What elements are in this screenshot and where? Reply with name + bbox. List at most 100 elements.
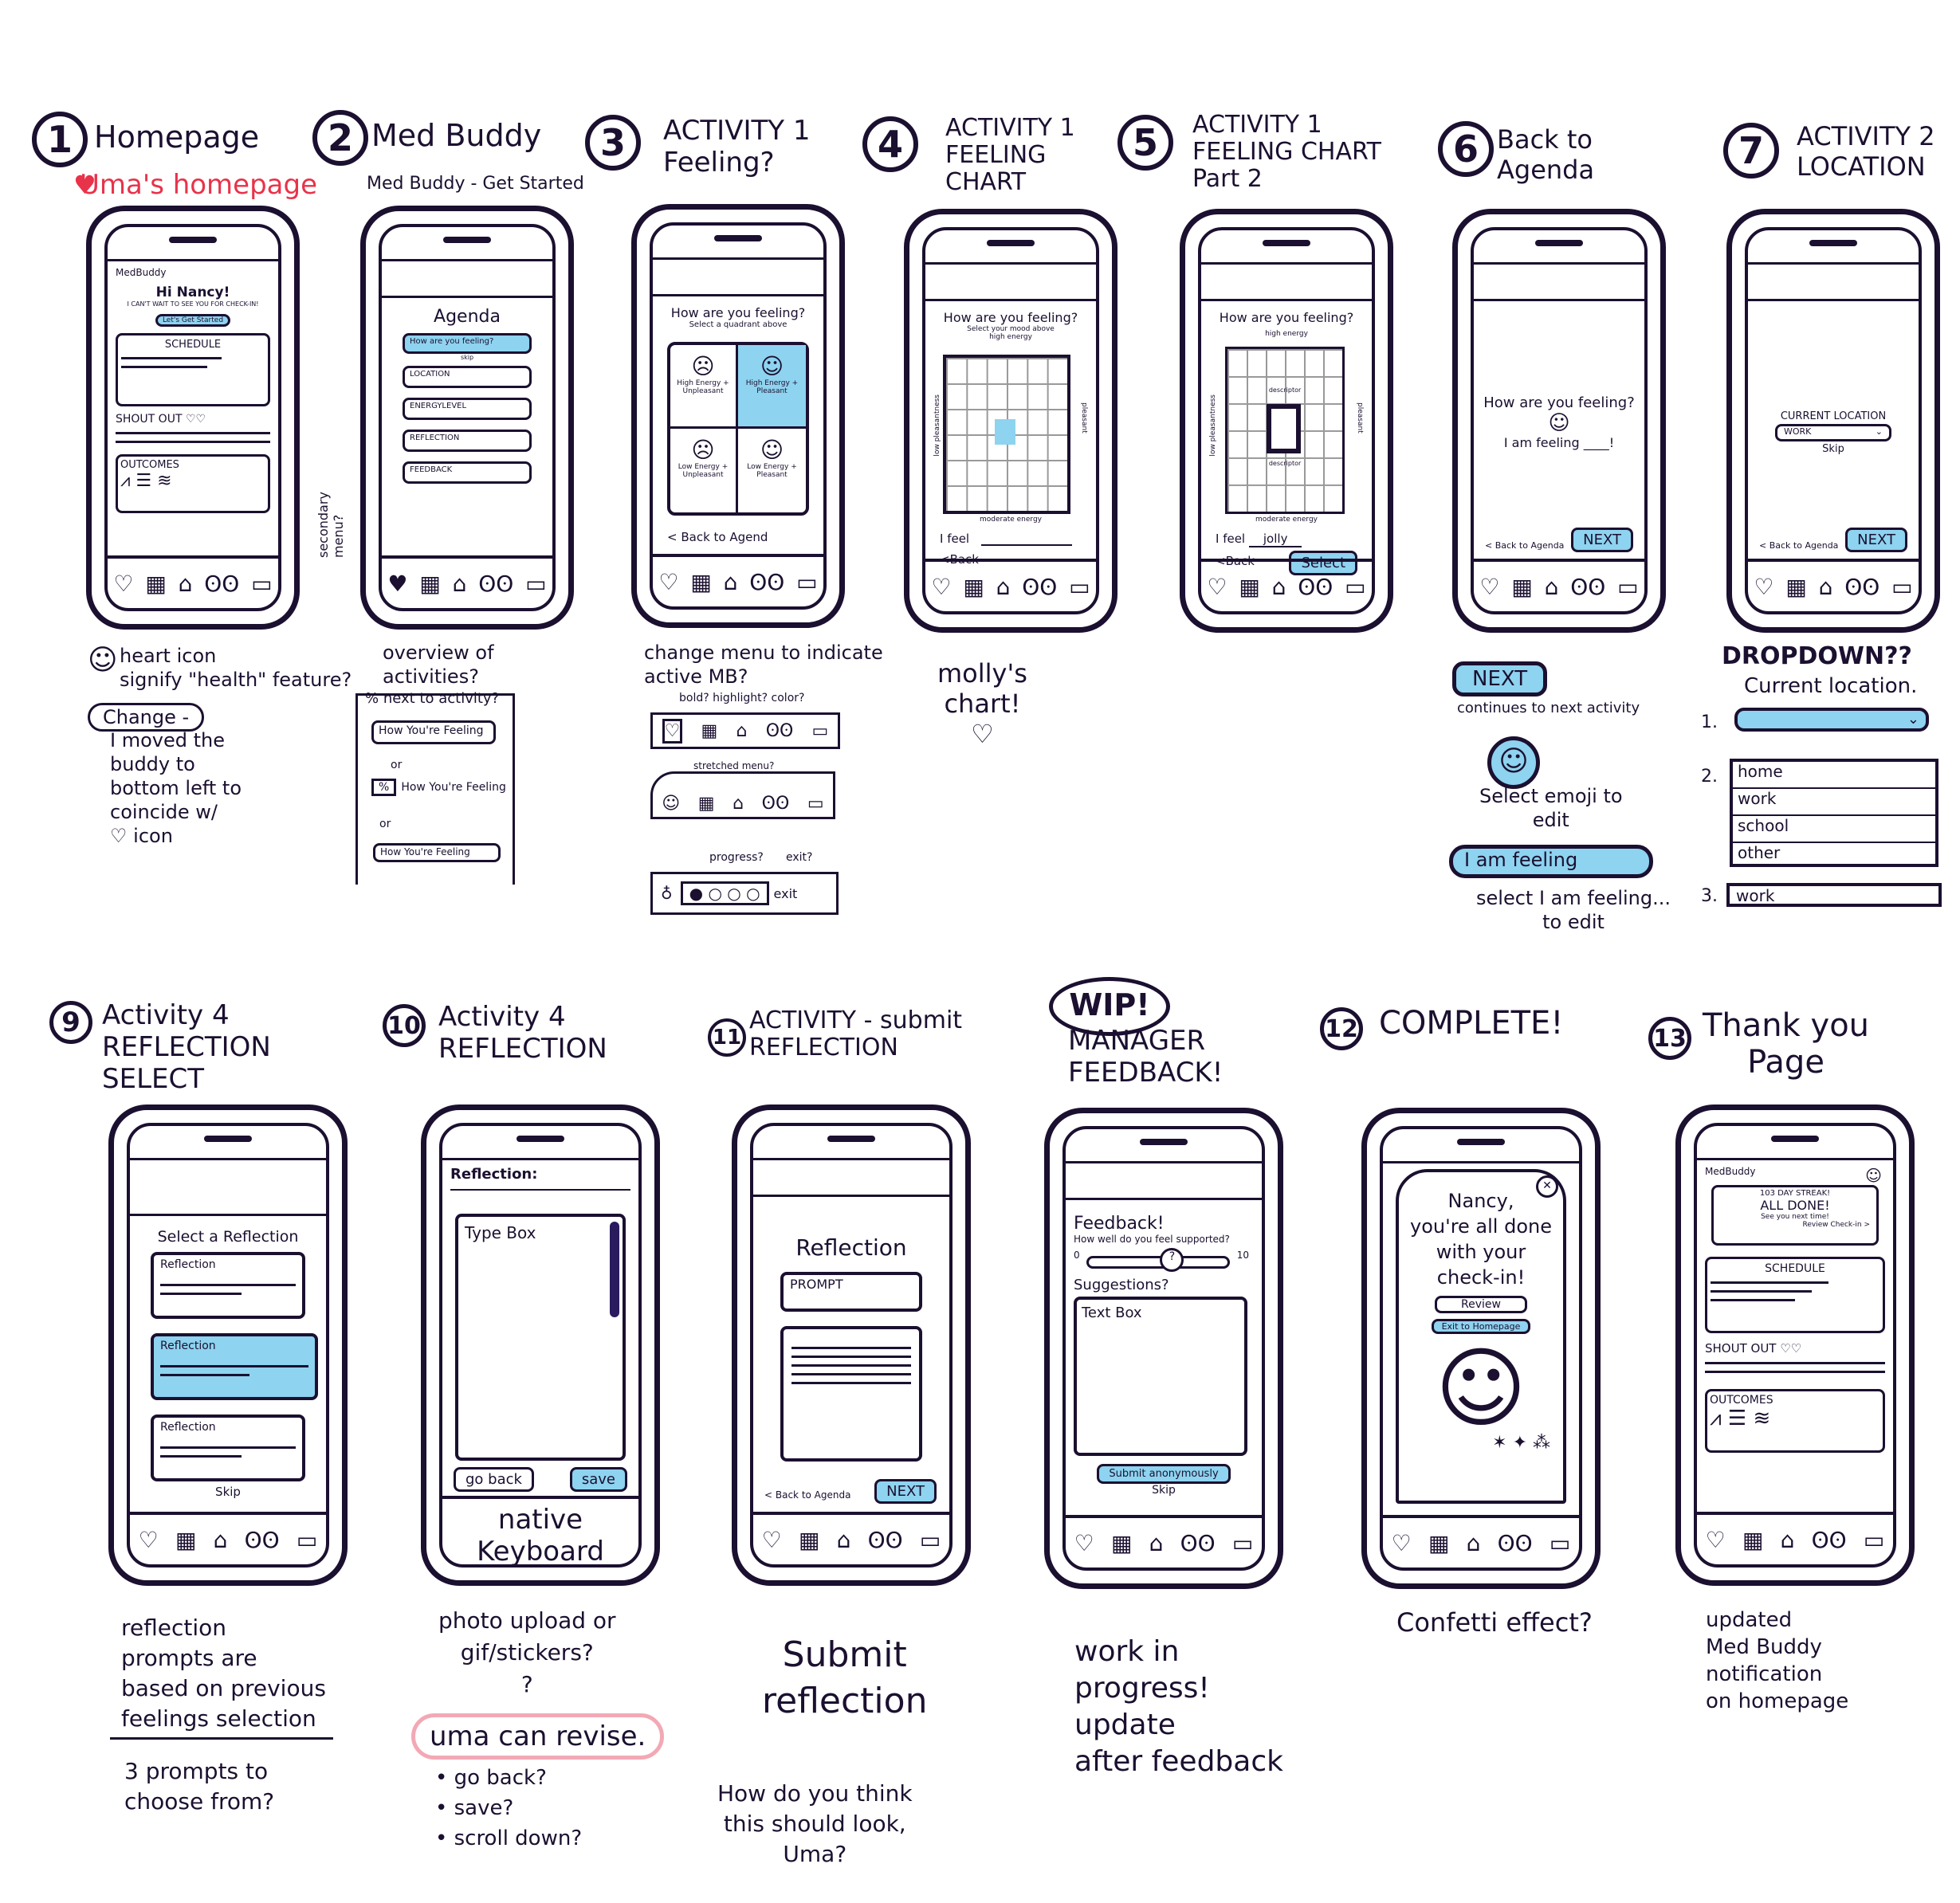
suggestions-text-box[interactable]: Text Box (1074, 1297, 1247, 1456)
skip-link[interactable]: Skip (1152, 1484, 1176, 1497)
people-icon[interactable]: ʘʘ (1570, 573, 1606, 600)
chat-icon[interactable]: ▭ (1231, 1529, 1254, 1556)
type-box[interactable]: Type Box (455, 1214, 626, 1461)
calendar-icon[interactable]: ▦ (419, 570, 441, 597)
reflection-option-1[interactable]: Reflection (151, 1252, 305, 1319)
emoji-icon[interactable]: ☺ (1548, 411, 1570, 435)
review-checkin-link[interactable]: Review Check-in > (1802, 1221, 1870, 1229)
calendar-icon[interactable]: ▦ (1239, 573, 1260, 600)
chat-icon[interactable]: ▭ (1549, 1529, 1571, 1556)
people-icon[interactable]: ʘʘ (749, 568, 785, 595)
selected-cell[interactable] (994, 418, 1015, 445)
people-icon[interactable]: ʘʘ (1022, 573, 1058, 600)
get-started-button[interactable]: Let's Get Started (155, 314, 231, 327)
streak-card[interactable]: 103 DAY STREAK! ALL DONE! See you next t… (1711, 1185, 1879, 1246)
home-icon[interactable]: ⌂ (1271, 573, 1286, 600)
reflection-option-2[interactable]: Reflection (151, 1333, 318, 1400)
go-back-button[interactable]: go back (454, 1467, 534, 1492)
agenda-item-energy[interactable]: ENERGYLEVEL (403, 398, 532, 420)
heart-icon[interactable]: ♡ (931, 573, 952, 600)
heart-icon[interactable]: ♡ (1074, 1529, 1094, 1556)
heart-icon[interactable]: ♥ (387, 570, 408, 597)
next-button[interactable]: NEXT (874, 1479, 937, 1504)
chat-icon[interactable]: ▭ (1617, 573, 1639, 600)
quadrant-low-unpleasant[interactable]: ☹Low Energy + Unpleasant (670, 429, 738, 512)
heart-icon[interactable]: ♡ (761, 1526, 782, 1553)
mood-grid[interactable] (943, 355, 1070, 514)
chat-icon[interactable]: ▭ (1891, 573, 1913, 600)
home-icon[interactable]: ⌂ (996, 573, 1011, 600)
back-link[interactable]: < Back to Agenda (764, 1489, 851, 1501)
back-link[interactable]: < Back to Agenda (1485, 540, 1565, 551)
chat-icon[interactable]: ▭ (296, 1526, 318, 1553)
heart-icon[interactable]: ♡ (658, 568, 679, 595)
heart-icon[interactable]: ♡ (1391, 1529, 1412, 1556)
skip-link[interactable]: Skip (215, 1485, 241, 1499)
calendar-icon[interactable]: ▦ (690, 568, 712, 595)
quadrant-high-unpleasant[interactable]: ☹High Energy + Unpleasant (670, 345, 738, 429)
people-icon[interactable]: ʘʘ (1497, 1529, 1533, 1556)
people-icon[interactable]: ʘʘ (1180, 1529, 1216, 1556)
reflection-option-3[interactable]: Reflection (151, 1414, 305, 1481)
agenda-item-feedback[interactable]: FEEDBACK (403, 461, 532, 484)
home-icon[interactable]: ⌂ (1466, 1529, 1481, 1556)
zoom-box[interactable] (1266, 404, 1302, 453)
agenda-item-reflection[interactable]: REFLECTION (403, 430, 532, 452)
home-icon[interactable]: ⌂ (723, 568, 738, 595)
people-icon[interactable]: ʘʘ (867, 1526, 903, 1553)
calendar-icon[interactable]: ▦ (1110, 1529, 1133, 1556)
people-icon[interactable]: ʘʘ (478, 570, 514, 597)
quadrant-low-pleasant[interactable]: ☺Low Energy + Pleasant (738, 429, 806, 512)
slider-thumb[interactable]: ? (1160, 1248, 1184, 1272)
calendar-icon[interactable]: ▦ (798, 1526, 820, 1553)
skip-link[interactable]: Skip (1822, 443, 1844, 455)
people-icon[interactable]: ʘʘ (244, 1526, 280, 1553)
chat-icon[interactable]: ▭ (1863, 1526, 1885, 1553)
home-icon[interactable]: ⌂ (836, 1526, 851, 1553)
home-icon[interactable]: ⌂ (1544, 573, 1559, 600)
next-button[interactable]: NEXT (1571, 528, 1633, 552)
chat-icon[interactable]: ▭ (251, 570, 273, 597)
people-icon[interactable]: ʘʘ (1811, 1526, 1847, 1553)
close-icon[interactable]: ✕ (1536, 1175, 1558, 1198)
agenda-item-feeling[interactable]: How are you feeling? (403, 333, 532, 354)
back-link[interactable]: < Back to Agend (667, 530, 768, 544)
people-icon[interactable]: ʘʘ (204, 570, 240, 597)
calendar-icon[interactable]: ▦ (175, 1526, 197, 1553)
calendar-icon[interactable]: ▦ (145, 570, 167, 597)
chat-icon[interactable]: ▭ (1069, 573, 1090, 600)
heart-icon[interactable]: ♡ (1705, 1526, 1726, 1553)
calendar-icon[interactable]: ▦ (1428, 1529, 1450, 1556)
schedule-card[interactable]: SCHEDULE (116, 333, 270, 406)
avatar-icon[interactable]: ☺ (1865, 1166, 1882, 1185)
home-icon[interactable]: ⌂ (213, 1526, 228, 1553)
heart-icon[interactable]: ♡ (1207, 573, 1227, 600)
agenda-item-location[interactable]: LOCATION (403, 366, 532, 388)
feel-label[interactable]: I am feeling ____! (1503, 435, 1615, 450)
heart-icon[interactable]: ♡ (138, 1526, 159, 1553)
home-icon[interactable]: ⌂ (1818, 573, 1833, 600)
heart-icon[interactable]: ♡ (113, 570, 134, 597)
submit-anonymously-button[interactable]: Submit anonymously (1097, 1464, 1231, 1484)
outcomes-card[interactable]: OUTCOMES ⩘ ☰ ≋ (116, 454, 270, 513)
exit-homepage-button[interactable]: Exit to Homepage (1431, 1319, 1531, 1334)
chat-icon[interactable]: ▭ (796, 568, 818, 595)
home-icon[interactable]: ⌂ (452, 570, 467, 597)
support-slider[interactable]: 0 ? 10 (1074, 1248, 1254, 1272)
save-button[interactable]: save (569, 1467, 627, 1492)
reflection-text-box[interactable] (780, 1326, 922, 1462)
schedule-card[interactable]: SCHEDULE (1705, 1257, 1885, 1333)
location-dropdown[interactable]: WORK⌄ (1775, 424, 1891, 441)
scrollbar[interactable] (610, 1222, 619, 1317)
quadrant-high-pleasant[interactable]: ☺High Energy + Pleasant (738, 345, 806, 429)
home-icon[interactable]: ⌂ (1780, 1526, 1795, 1553)
mood-grid[interactable]: descriptor descriptor (1225, 347, 1345, 514)
chat-icon[interactable]: ▭ (1345, 573, 1366, 600)
back-link[interactable]: < Back to Agenda (1759, 540, 1839, 551)
outcomes-card[interactable]: OUTCOMES ⩘ ☰ ≋ (1705, 1389, 1885, 1453)
chat-icon[interactable]: ▭ (525, 570, 547, 597)
home-icon[interactable]: ⌂ (178, 570, 193, 597)
people-icon[interactable]: ʘʘ (1844, 573, 1880, 600)
chat-icon[interactable]: ▭ (919, 1526, 941, 1553)
next-button[interactable]: NEXT (1845, 528, 1907, 552)
